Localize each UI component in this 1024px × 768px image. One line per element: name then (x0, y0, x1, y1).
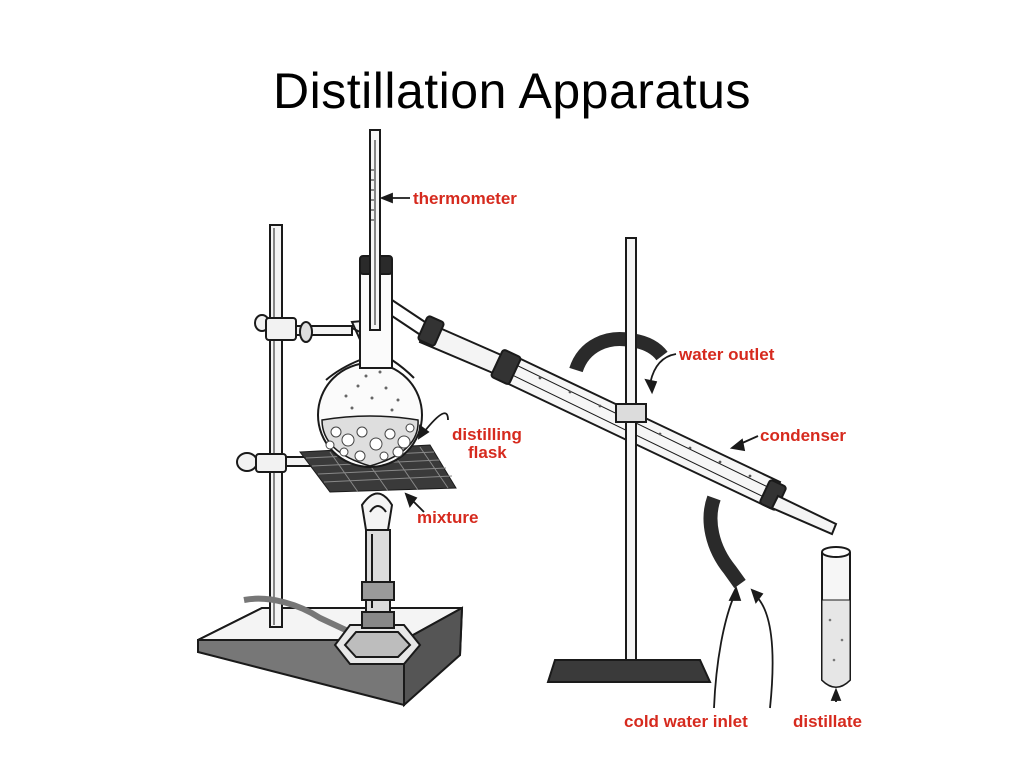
label-water-outlet: water outlet (678, 345, 775, 364)
label-distilling-flask-line1: distilling (452, 425, 522, 444)
right-base-plate (546, 659, 712, 683)
distillate-liquid (821, 599, 851, 688)
label-distilling-flask-line2: flask (468, 443, 507, 462)
label-mixture: mixture (417, 508, 478, 527)
right-ring-stand (546, 237, 712, 683)
gas-tube (243, 595, 352, 635)
label-condenser: condenser (760, 426, 846, 445)
distilling-flask (317, 255, 435, 468)
bunsen-burner (333, 492, 422, 665)
slide-title: Distillation Apparatus (273, 63, 751, 119)
water-outlet-hose (569, 332, 668, 373)
label-thermometer: thermometer (413, 189, 517, 208)
thermometer (369, 129, 381, 331)
label-leaders (379, 192, 842, 709)
label-distillate: distillate (793, 712, 862, 731)
test-tube (821, 546, 851, 688)
label-cold-water-inlet: cold water inlet (624, 712, 748, 731)
cold-water-inlet-hose (703, 495, 746, 589)
left-support-rod (269, 224, 283, 628)
